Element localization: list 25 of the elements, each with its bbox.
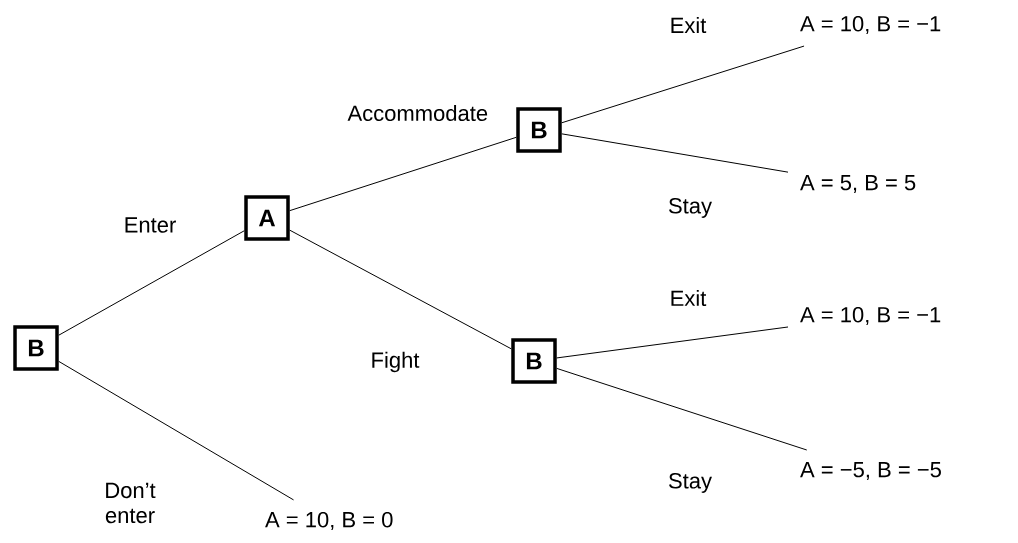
edge-label: Accommodate (347, 104, 488, 122)
edge-label: Exit (671, 16, 707, 34)
decision-node-box: B (13, 325, 59, 371)
edge-label: Don’t enter (105, 482, 156, 524)
branch-line (289, 229, 512, 350)
branch-line (556, 326, 789, 359)
edge-label: Stay (669, 473, 712, 493)
payoff-text: A = −5, B = −5 (800, 462, 941, 480)
edge-label: Exit (671, 289, 707, 307)
decision-node-box: B (511, 338, 557, 384)
decision-node-box: B (516, 107, 562, 153)
branch-line (561, 45, 805, 124)
branch-line (556, 367, 808, 451)
decision-node-box: A (244, 195, 290, 241)
edge-label: Stay (669, 198, 712, 218)
branch-line (58, 230, 245, 336)
branch-line (561, 133, 789, 173)
edge-label: Fight (372, 351, 420, 373)
payoff-text: A = 10, B = −1 (800, 306, 941, 326)
branch-line (58, 360, 295, 501)
branch-line (289, 136, 517, 212)
payoff-text: A = 10, B = −1 (800, 15, 941, 35)
payoff-text: A = 10, B = 0 (265, 511, 393, 531)
edge-label: Enter (125, 217, 176, 233)
payoff-text: A = 5, B = 5 (800, 175, 916, 193)
